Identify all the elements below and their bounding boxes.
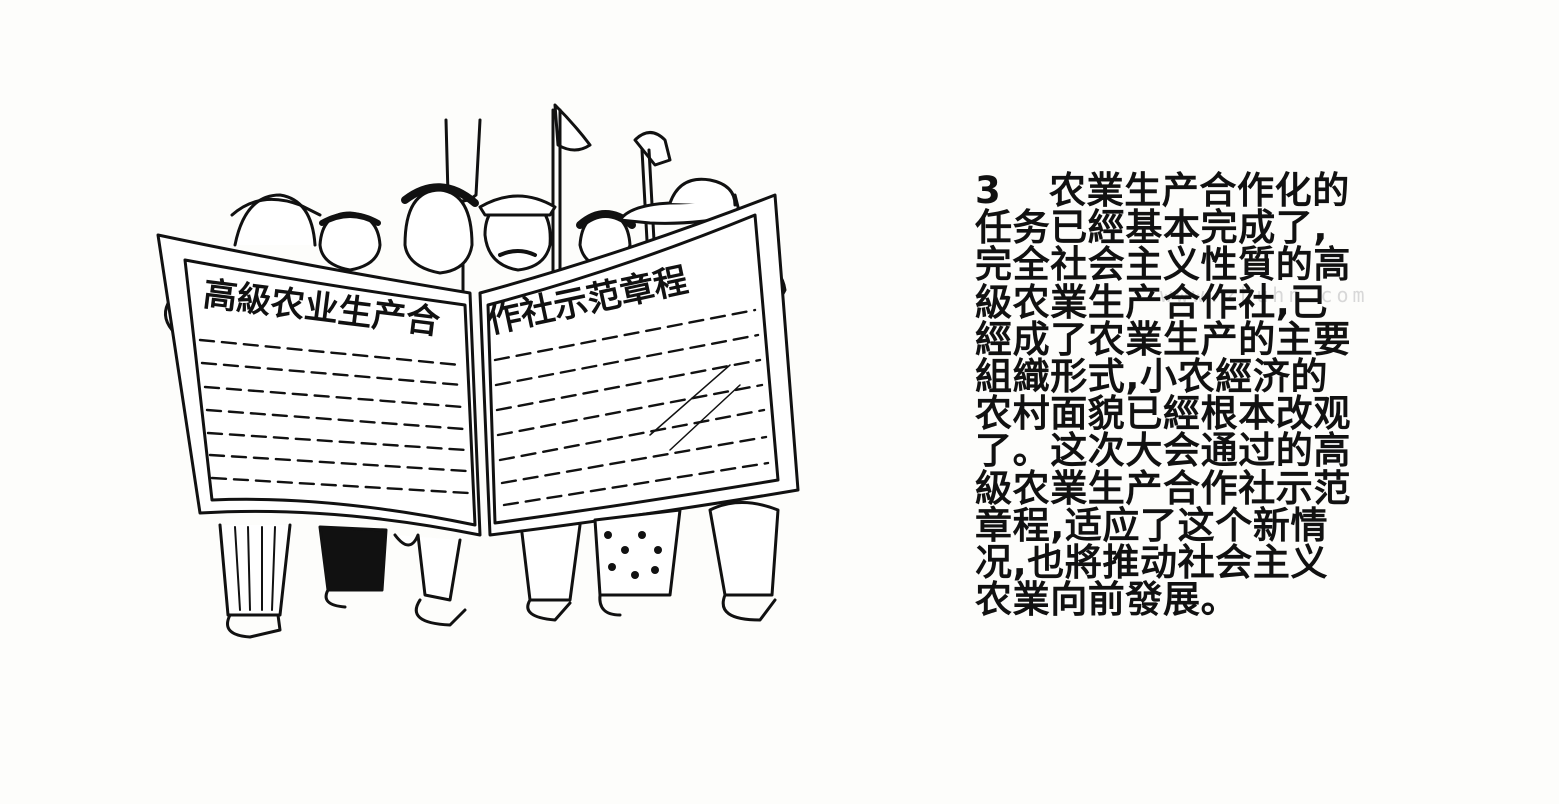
caption-line: 农業向前發展。 [975,578,1239,622]
caption-line: 組織形式,小农經济的 [975,354,1329,398]
shovel [551,103,592,297]
newspaper-drawing: 高級农业生产合 作社示范章程 [156,103,800,639]
watermark: www.zhuhn.com [1160,283,1369,307]
caption-line: 任务已經基本完成了, [975,206,1329,250]
caption-number: 3 [975,169,1002,212]
caption-line: 了。这次大会通过的高 [975,429,1351,473]
caption-line: 經成了农業生产的主要 [975,317,1351,361]
caption-line: 章程,适应了这个新情 [975,503,1329,547]
villager-heads [230,177,742,275]
caption-line: 級农業生产合作社,已 [975,280,1329,324]
illustration-people-reading-newspaper: 高級农业生产合 作社示范章程 [150,95,810,655]
caption-line: 况,也將推动社会主义 [975,540,1329,584]
caption-line: 完全社会主义性質的高 [975,243,1351,287]
newspaper [156,193,800,537]
villager-legs [218,501,780,639]
caption-line: 級农業生产合作社示范 [975,466,1351,510]
caption-line: 农村面貌已經根本改观 [975,392,1351,436]
